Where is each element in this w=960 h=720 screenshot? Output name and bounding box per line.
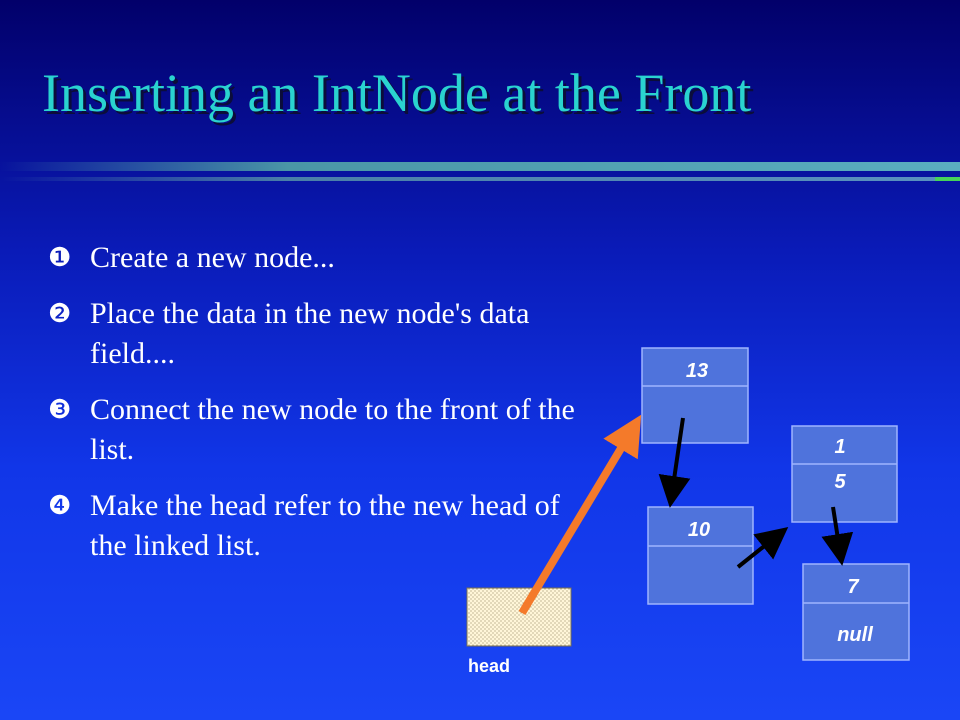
step-4-marker-icon: ❹	[48, 491, 72, 521]
slide-title: Inserting an IntNode at the Front	[42, 63, 752, 123]
head-reference: head	[466, 587, 572, 676]
bullet-list: ❶ Create a new node... ❷ Place the data …	[48, 238, 588, 582]
step-1-marker-icon: ❶	[48, 243, 72, 273]
node-15-data-line2: 5	[834, 471, 846, 493]
bullet-step-2: ❷ Place the data in the new node's data …	[48, 294, 588, 374]
bullet-text: Create a new node...	[90, 241, 335, 274]
node-13-data: 13	[686, 360, 708, 382]
node-15-data-line1: 1	[834, 436, 845, 458]
title-rule-thin	[0, 177, 960, 181]
head-arrow-to-13	[518, 414, 642, 616]
head-box	[466, 587, 572, 647]
bullet-step-1: ❶ Create a new node...	[48, 238, 588, 278]
title-rule-accent	[935, 177, 960, 181]
node-15-box	[791, 425, 898, 523]
bullet-text: Make the head refer to the new head of t…	[90, 489, 560, 562]
arrow-13-to-10	[658, 417, 691, 508]
bullet-text: Connect the new node to the front of the…	[90, 393, 575, 466]
node-7-box	[802, 563, 910, 661]
bullet-step-4: ❹ Make the head refer to the new head of…	[48, 486, 588, 566]
step-2-marker-icon: ❷	[48, 299, 72, 329]
arrow-10-to-15	[736, 527, 789, 569]
node-15: 1 5	[791, 425, 898, 523]
node-7: 7 null	[802, 563, 910, 661]
head-label: head	[468, 656, 510, 676]
step-3-marker-icon: ❸	[48, 395, 72, 425]
node-10-data: 10	[688, 519, 710, 541]
node-10-box	[647, 506, 754, 605]
node-7-data: 7	[847, 576, 859, 598]
bullet-text: Place the data in the new node's data fi…	[90, 297, 530, 370]
node-7-link: null	[837, 624, 873, 646]
title-rule	[0, 162, 960, 171]
node-13: 13	[641, 347, 749, 444]
node-10: 10	[647, 506, 754, 605]
arrow-15-to-7	[821, 506, 854, 566]
node-13-box	[641, 347, 749, 444]
bullet-step-3: ❸ Connect the new node to the front of t…	[48, 390, 588, 470]
